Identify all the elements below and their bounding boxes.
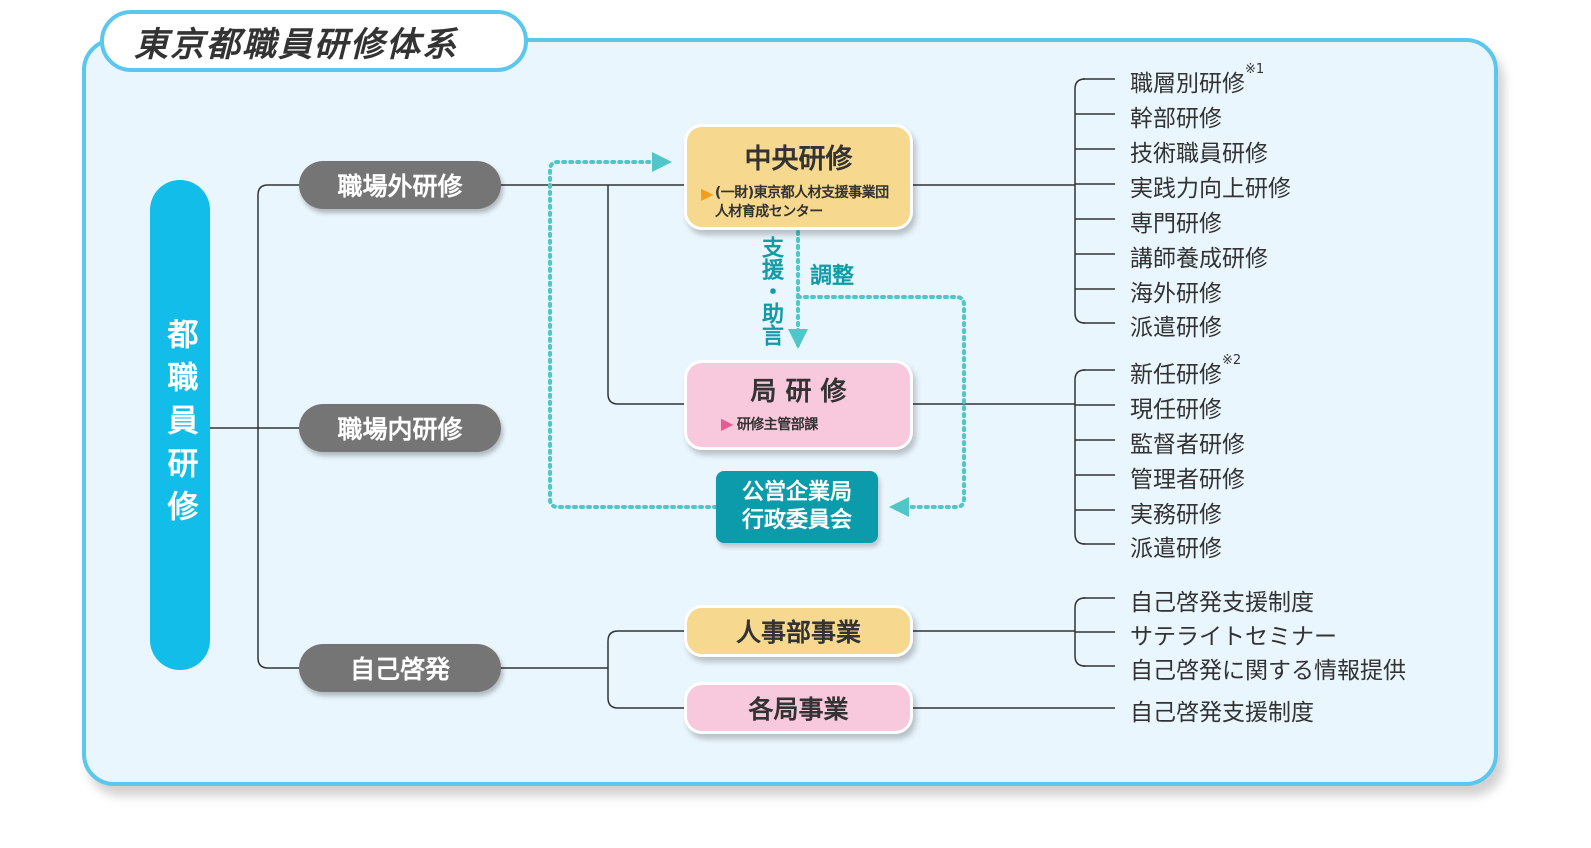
triangle-icon: ▶ [721,414,733,433]
self-development-node: 自己啓発 [299,644,501,692]
list-item: 技術職員研修 [1130,141,1268,167]
personnel-dept-box: 人事部事業 [684,605,913,657]
list-item: 自己啓発支援制度 [1130,590,1314,616]
committee-line1: 公営企業局 [741,480,852,505]
list-item: 監督者研修 [1130,432,1245,458]
title-tab: 東京都職員研修体系 [100,10,528,72]
each-bureau-label: 各局事業 [748,695,849,724]
outside-training-node: 職場外研修 [299,161,501,209]
list-item: 派遣研修 [1130,315,1222,341]
personnel-dept-label: 人事部事業 [735,618,861,647]
central-training-box: 中央研修 ▶ (一財)東京都人材支援事業団 人材育成センター [684,124,913,230]
outside-training-label: 職場外研修 [337,172,463,201]
central-training-org: ▶ (一財)東京都人材支援事業団 人材育成センター [701,184,910,222]
list-item: 実践力向上研修 [1130,176,1291,202]
inside-training-label: 職場内研修 [337,415,463,444]
list-item: 派遣研修 [1130,536,1222,562]
list-item: 講師養成研修 [1130,246,1268,272]
bureau-training-box: 局 研 修 ▶ 研修主管部課 [684,360,913,450]
list-item: 現任研修 [1130,397,1222,423]
committee-line2: 行政委員会 [741,508,852,533]
inside-training-node: 職場内研修 [299,404,501,452]
support-advice-label: 支援・助言 [758,236,783,346]
triangle-icon: ▶ [701,184,713,203]
root-label: 都職員研修 [161,317,198,533]
central-org-line1: (一財)東京都人材支援事業団 [714,185,889,201]
list-item: 職層別研修※1 [1130,62,1265,97]
list-item: 新任研修※2 [1130,353,1242,388]
list-item: 専門研修 [1130,211,1222,237]
root-node: 都職員研修 [150,180,210,670]
list-item: 管理者研修 [1130,467,1245,493]
list-item: 自己啓発に関する情報提供 [1130,658,1406,684]
list-item: サテライトセミナー [1130,624,1337,650]
central-org-line2: 人材育成センター [714,204,824,220]
bureau-org-label: 研修主管部課 [736,417,819,433]
committee-box: 公営企業局 行政委員会 [716,471,878,543]
list-item: 海外研修 [1130,281,1222,307]
bureau-training-org: ▶ 研修主管部課 [721,414,910,434]
list-item: 自己啓発支援制度 [1130,700,1314,726]
each-bureau-box: 各局事業 [684,682,913,734]
self-development-label: 自己啓発 [349,655,450,684]
list-item: 実務研修 [1130,502,1222,528]
list-item: 幹部研修 [1130,106,1222,132]
coordination-label: 調整 [810,264,855,289]
central-training-title: 中央研修 [744,144,853,175]
bureau-training-title: 局 研 修 [750,377,847,407]
diagram-title: 東京都職員研修体系 [134,24,458,65]
